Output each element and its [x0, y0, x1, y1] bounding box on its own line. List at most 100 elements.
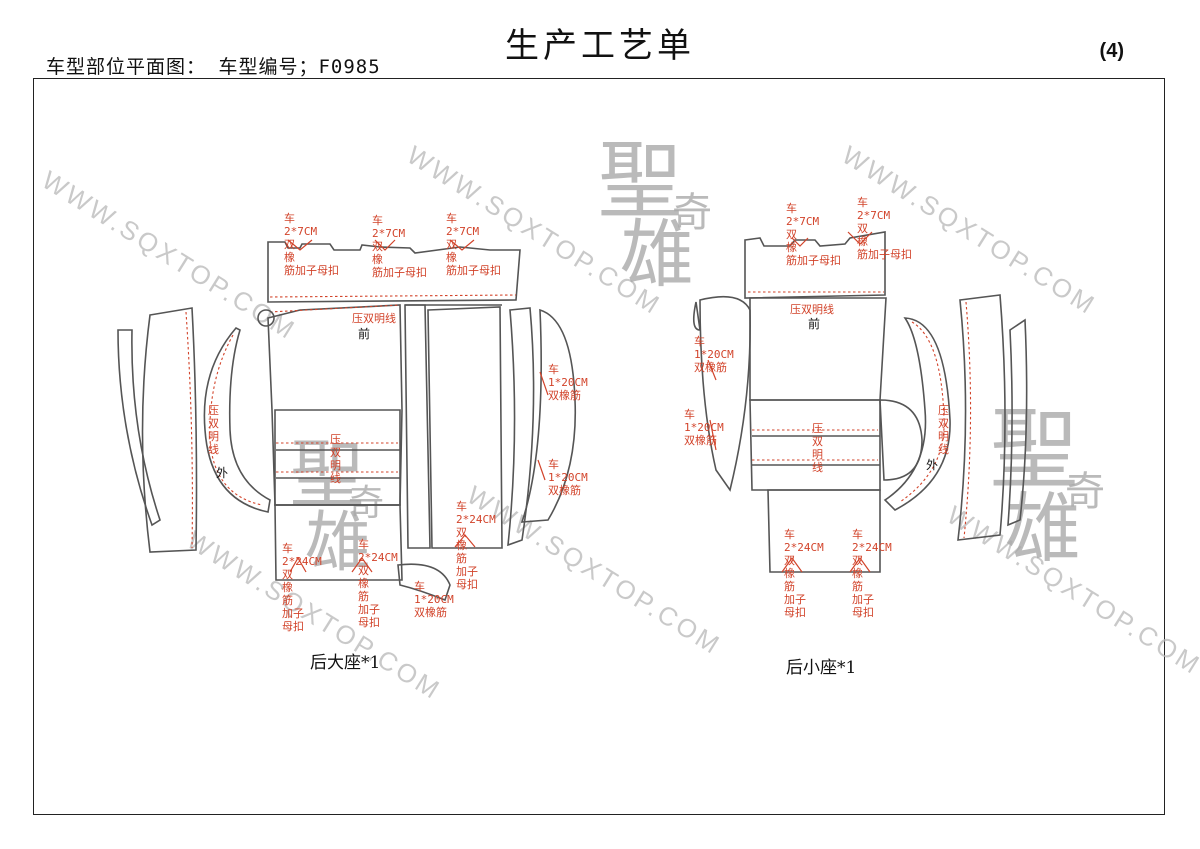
rear-small-seat-pattern: [692, 231, 1028, 573]
annotation-text: 车: [358, 537, 369, 551]
page-title: 生产工艺单: [505, 26, 695, 66]
elastic-mark: [781, 556, 803, 573]
pattern-piece: [257, 309, 275, 327]
elastic-mark: [289, 556, 307, 573]
pattern-piece: [404, 304, 431, 549]
annotation-text: 车: [694, 334, 705, 348]
pattern-piece: [507, 307, 535, 547]
watermark-seal: 聖: [598, 132, 682, 230]
annotation-text: 明: [330, 459, 341, 472]
annotation-text: 双橡筋: [414, 605, 447, 619]
annotation-text: 双: [784, 554, 795, 567]
elastic-mark: [454, 534, 476, 548]
annotation-text: 双: [284, 238, 295, 251]
annotation-text: 车: [548, 457, 559, 471]
annotation-text: 双橡筋: [684, 433, 717, 447]
elastic-mark: [849, 556, 871, 573]
annotation-text: 橡: [372, 253, 383, 266]
note-press-mid: 压 双 明 线: [812, 422, 823, 474]
annotation-text: 车: [282, 541, 293, 555]
note-press-mid: 压 双 明 线: [330, 433, 341, 485]
pattern-piece: [1007, 318, 1028, 527]
annotation-text: 双: [938, 417, 949, 430]
annotation-text: 加子: [852, 593, 874, 606]
annotation-text: 筋加子母扣: [786, 253, 841, 267]
annotation-text: 母扣: [456, 577, 478, 591]
watermark-url: WWW.SQXTOP.COM: [37, 165, 302, 346]
elastic-mark: [791, 237, 809, 247]
stitch-line: [269, 304, 401, 313]
annotation-text: 橡: [446, 251, 457, 264]
note-top3: 车 2*7CM 双 橡 筋加子母扣: [446, 211, 501, 277]
annotation-text: 加子: [358, 603, 380, 616]
pattern-piece: [883, 317, 951, 511]
watermark-seal: 聖: [290, 432, 364, 518]
annotation-text: 车: [786, 201, 797, 215]
annotation-text: 1*20CM: [548, 471, 588, 484]
annotation-text: 双橡筋: [548, 483, 581, 497]
annotation-text: 2*24CM: [358, 551, 398, 564]
note-b3: 车 2*24CM 双 橡 筋 加子 母扣: [456, 499, 496, 591]
elastic-mark: [374, 239, 396, 251]
annotation-text: 双橡筋: [694, 360, 727, 374]
note-outside: 外: [216, 466, 228, 480]
stitch-line: [963, 301, 972, 539]
annotation-text: 橡: [284, 251, 295, 264]
annotation-text: 母扣: [358, 615, 380, 629]
annotation-text: 压: [208, 404, 219, 417]
note-b2: 车 2*24CM 双 橡 筋 加子 母扣: [852, 527, 892, 619]
pattern-piece: [427, 306, 503, 549]
annotation-text: 筋: [456, 551, 467, 565]
annotation-text: 2*7CM: [786, 215, 819, 228]
annotation-text: 明: [812, 448, 823, 461]
page-number: (4): [1099, 40, 1124, 62]
annotation-text: 橡: [786, 241, 797, 254]
annotation-text: 加子: [282, 607, 304, 620]
pattern-piece: [692, 301, 701, 331]
annotation-text: 1*20CM: [414, 593, 454, 606]
annotation-text: 母扣: [784, 605, 806, 619]
annotation-text: 筋加子母扣: [284, 263, 339, 277]
elastic-mark: [707, 359, 717, 381]
annotation-text: 车: [446, 211, 457, 225]
annotation-text: 双: [812, 435, 823, 448]
stitch-line: [269, 294, 517, 298]
annotation-text: 车: [548, 362, 559, 376]
watermark-seal: 奇: [348, 483, 384, 524]
note-left2: 车 1*20CM 双橡筋: [684, 407, 724, 447]
stitch-line: [899, 321, 945, 503]
annotation-text: 双: [456, 526, 467, 539]
annotation-text: 明: [938, 430, 949, 443]
pattern-piece: [699, 295, 751, 492]
pattern-piece: [117, 329, 161, 527]
annotation-text: 双: [852, 554, 863, 567]
elastic-mark: [351, 556, 373, 573]
note-left1: 车 1*20CM 双橡筋: [694, 334, 734, 374]
annotation-text: 双: [282, 568, 293, 581]
note-top1: 车 2*7CM 双 橡 筋加子母扣: [786, 201, 841, 267]
note-b1: 车 2*24CM 双 橡 筋 加子 母扣: [282, 541, 322, 633]
annotation-text: 筋加子母扣: [857, 247, 912, 261]
annotation-text: 2*24CM: [784, 541, 824, 554]
annotation-text: 筋加子母扣: [446, 263, 501, 277]
annotation-text: 车: [284, 211, 295, 225]
annotation-text: 双: [446, 238, 457, 251]
watermark-seal: 雄: [620, 212, 694, 298]
elastic-mark: [709, 419, 717, 451]
watermark-seal: 奇: [1065, 469, 1105, 515]
note-b2: 车 2*24CM 双 橡 筋 加子 母扣: [358, 537, 398, 629]
annotation-text: 1*20CM: [684, 421, 724, 434]
annotation-text: 2*24CM: [852, 541, 892, 554]
note-top2: 车 2*7CM 双 橡 筋加子母扣: [372, 213, 427, 279]
annotation-text: 2*7CM: [446, 225, 479, 238]
annotation-text: 压: [938, 404, 949, 417]
note-press-left: 压 双 明 线: [208, 404, 219, 456]
note-outside: 外: [926, 458, 938, 472]
note-press-right: 压 双 明 线: [938, 404, 949, 456]
annotation-text: 母扣: [282, 619, 304, 633]
watermark-seal: 雄: [1005, 484, 1081, 573]
annotation-text: 筋: [852, 579, 863, 593]
pattern-piece: [274, 504, 403, 581]
pattern-piece: [767, 489, 881, 573]
annotation-text: 加子: [784, 593, 806, 606]
